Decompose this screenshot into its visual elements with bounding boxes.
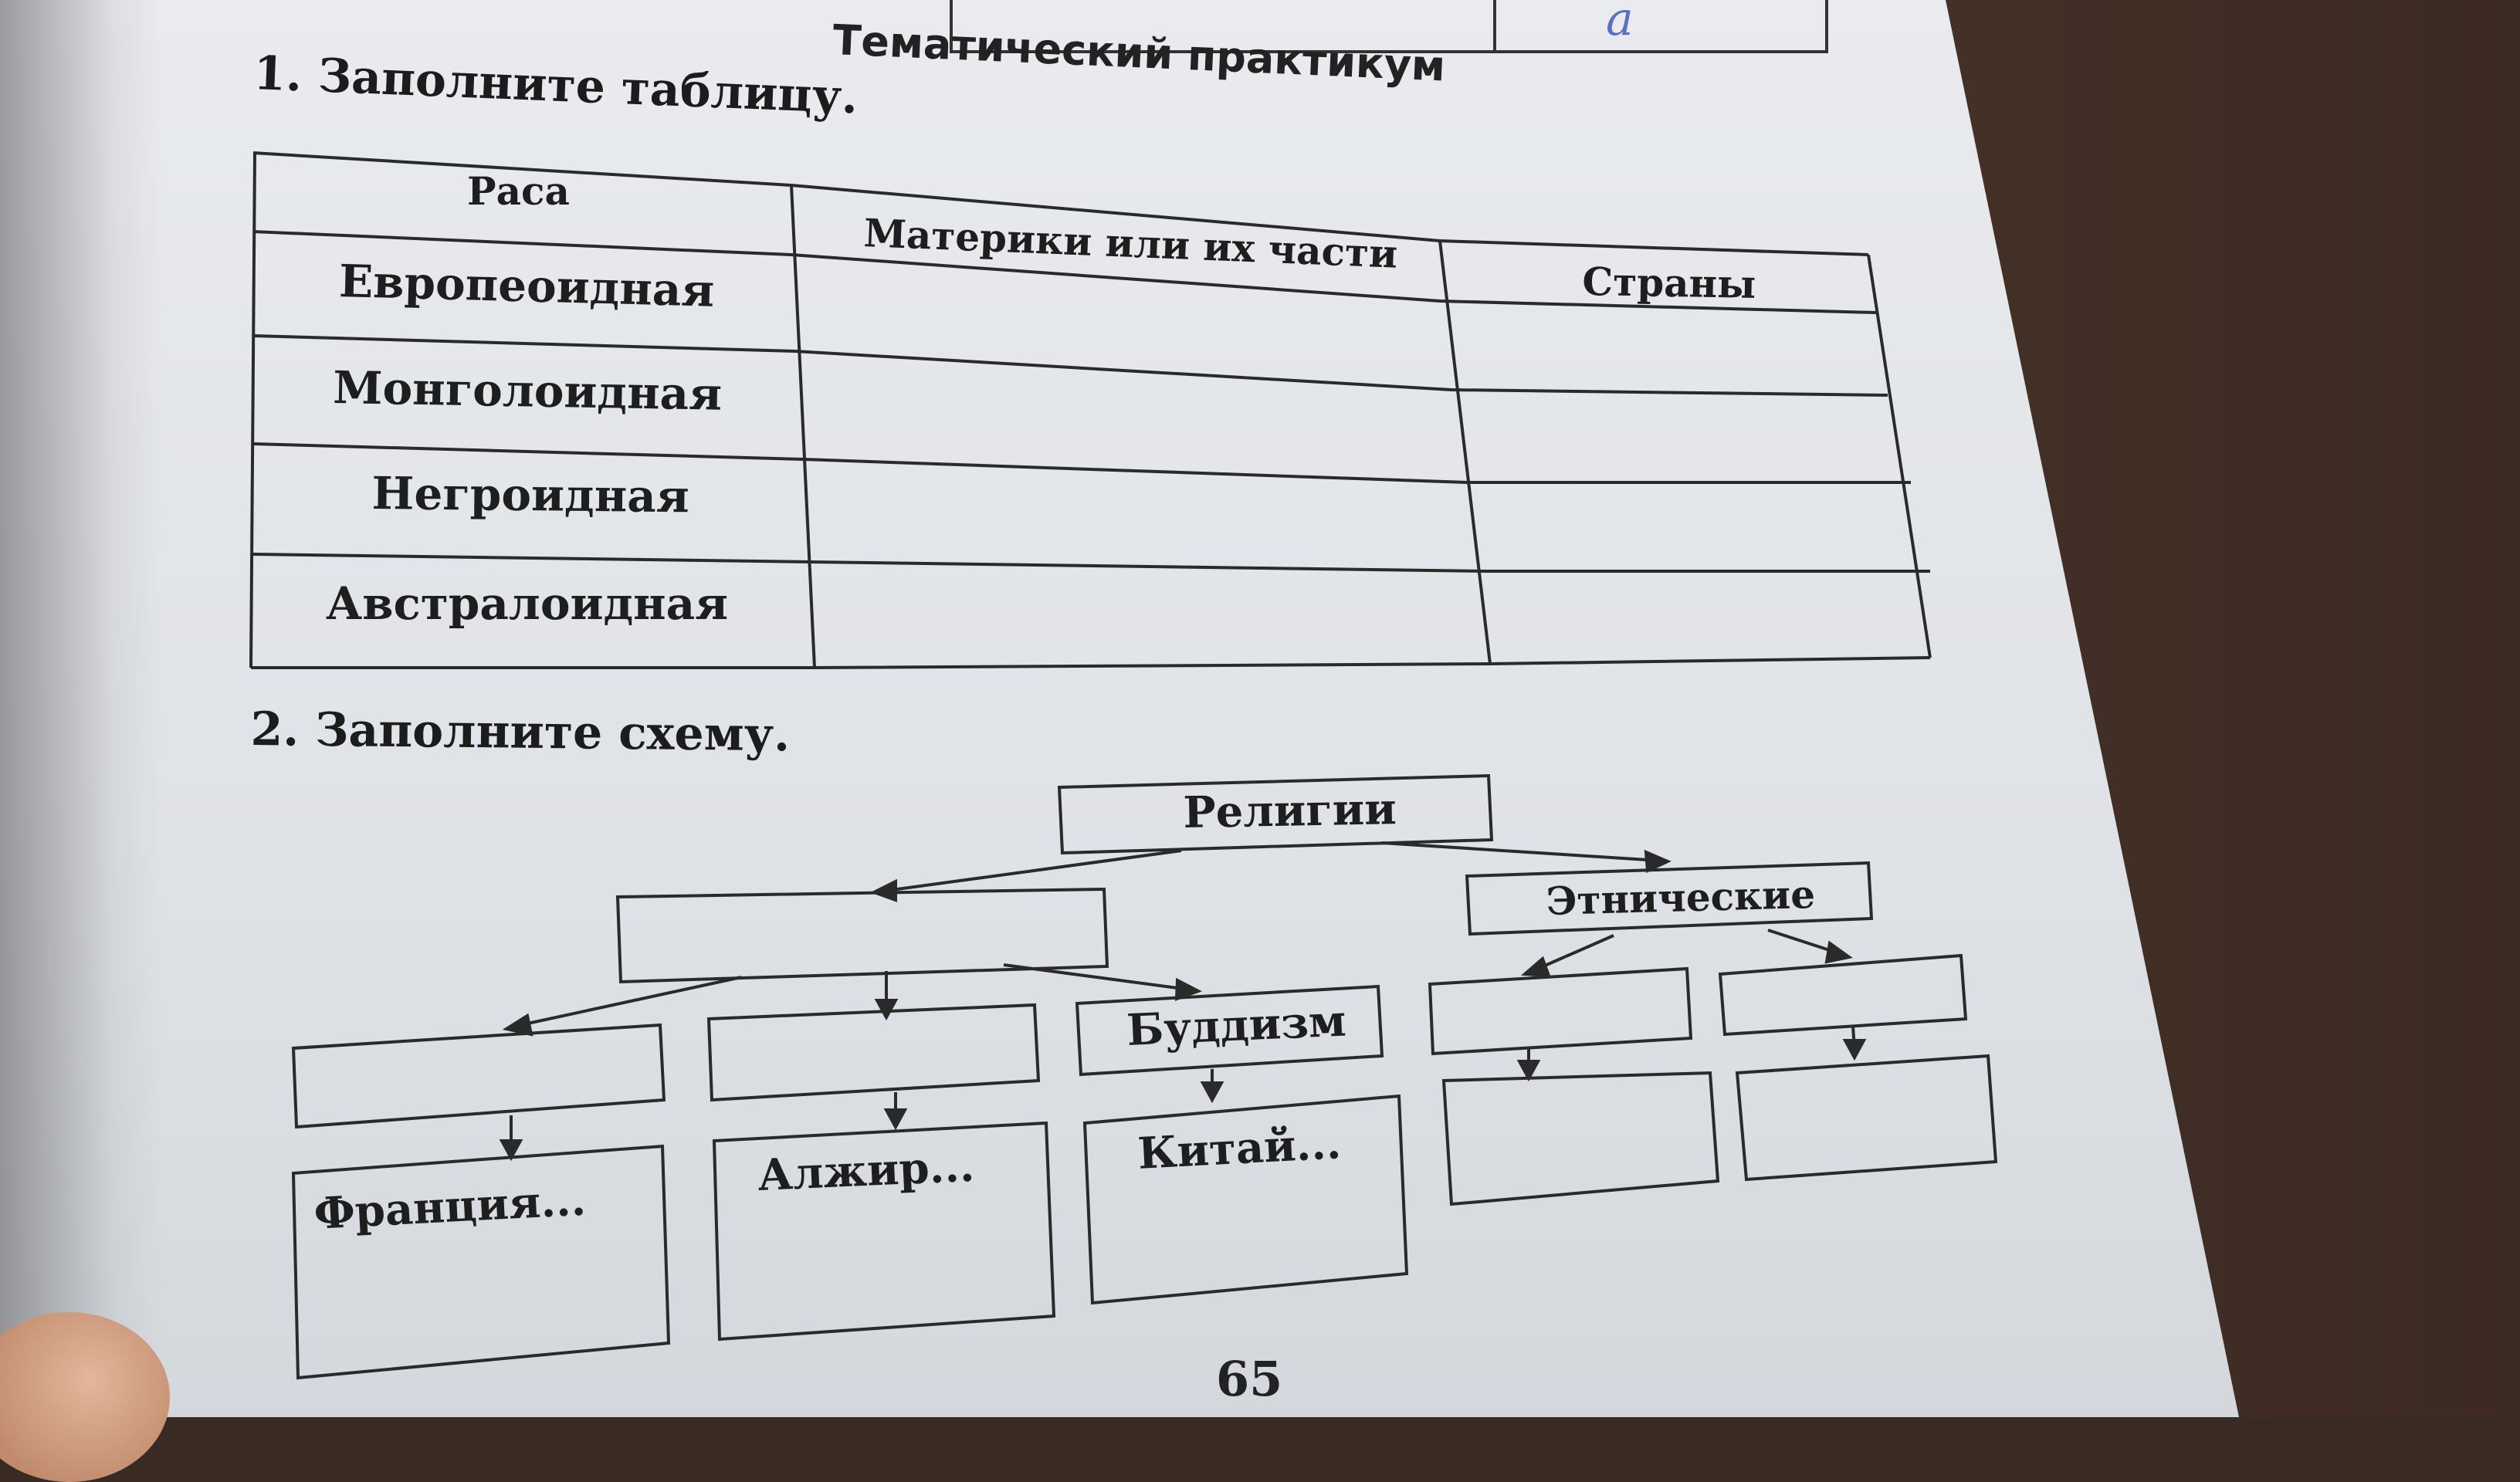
scheme-china: Китай... <box>1136 1118 1343 1179</box>
table-row-caucasoid: Европеоидная <box>338 255 716 317</box>
page-number: 65 <box>1216 1351 1283 1407</box>
table-row-mongoloid: Монголоидная <box>332 361 723 421</box>
scheme-ethnic: Этнические <box>1546 871 1816 924</box>
handwritten-mark: а <box>1606 0 1634 46</box>
scheme-root-religions: Религии <box>1183 783 1397 838</box>
table-row-negroid: Негроидная <box>371 467 690 523</box>
table-and-scheme-lines <box>249 151 1998 1380</box>
table-header-countries: Страны <box>1581 259 1756 307</box>
table-row-australoid: Австралоидная <box>326 577 729 630</box>
scheme-buddhism: Буддизм <box>1126 995 1347 1056</box>
table-header-race: Раса <box>467 168 570 214</box>
scheme-algeria: Алжир... <box>757 1140 976 1201</box>
page-shadow <box>0 0 162 1417</box>
task2-heading: 2. Заполните схему. <box>250 702 791 763</box>
previous-table-fragment <box>950 0 1828 53</box>
